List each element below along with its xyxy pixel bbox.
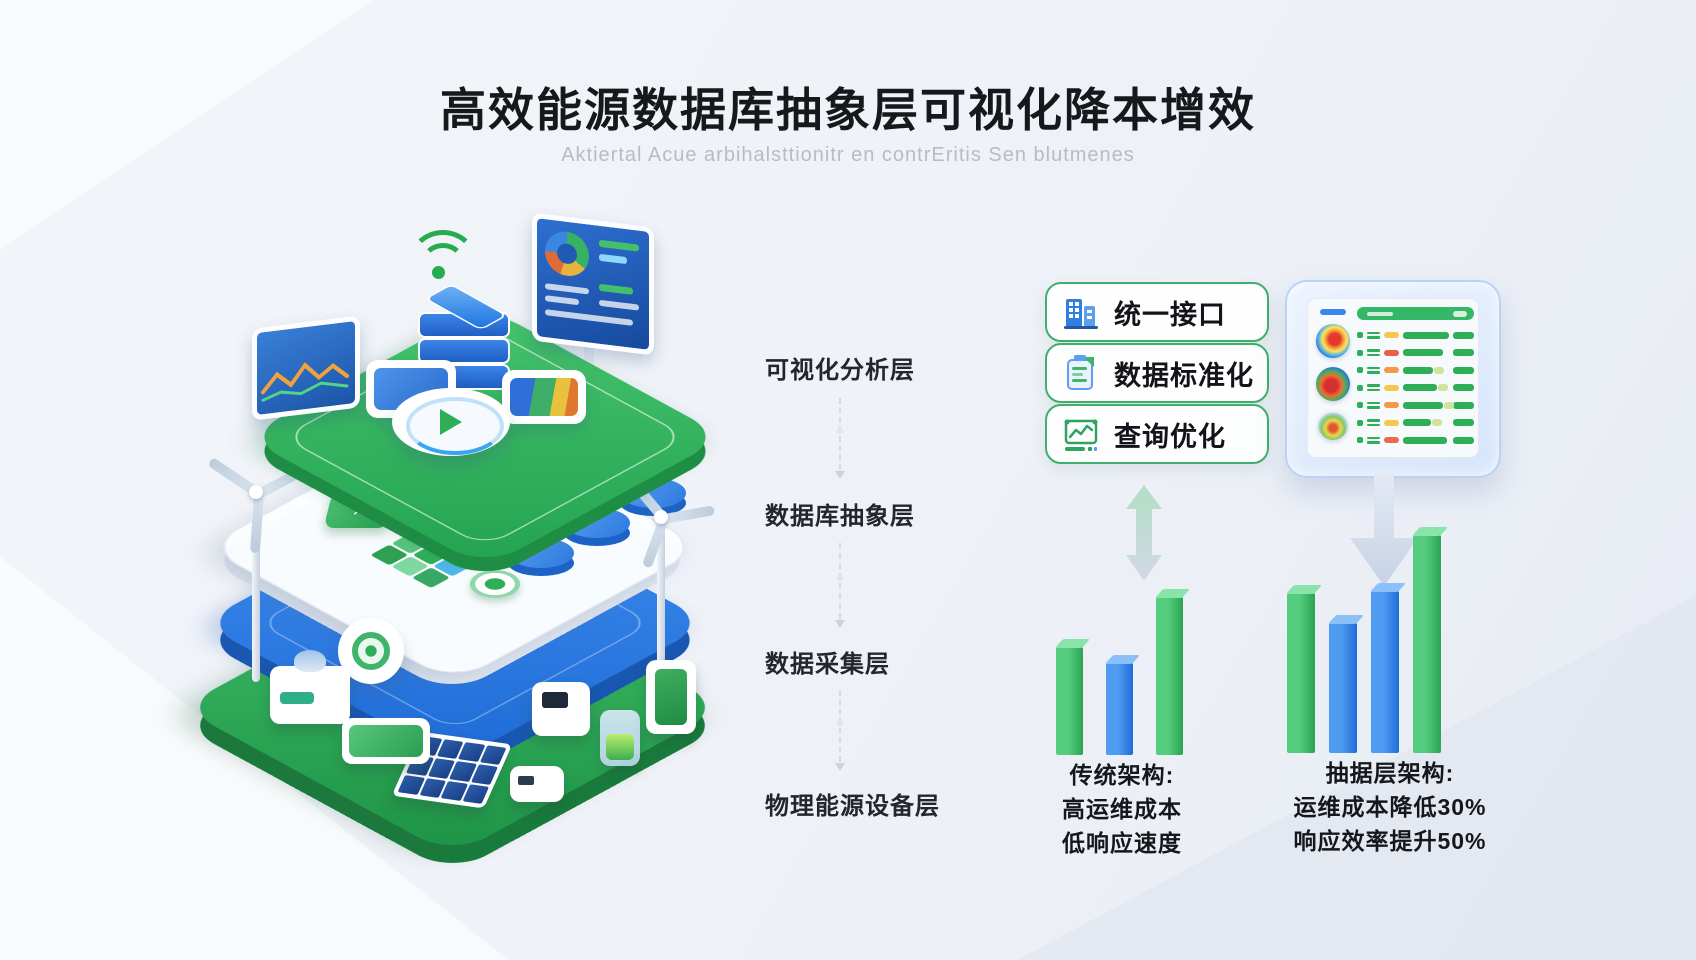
caption-line: 运维成本降低30% — [1293, 794, 1487, 820]
feature-box-unified-interface[interactable]: 统一接口 — [1045, 282, 1269, 342]
dashboard-monitor — [532, 212, 654, 356]
page-title: 高效能源数据库抽象层可视化降本增效 — [440, 84, 1256, 136]
caption-traditional: 传统架构: 高运维成本 低响应速度 — [1002, 758, 1242, 860]
green-tablet-icon — [342, 718, 430, 764]
energy-stack-illustration: ✕ — [170, 212, 850, 880]
mini-dashboard-icon — [502, 370, 586, 424]
charging-cabinet-icon — [646, 660, 696, 734]
heatmap-circle-icon — [1316, 324, 1350, 358]
panel-tab-pill — [1320, 309, 1346, 315]
bar-blue — [1369, 583, 1407, 753]
layer-label-visualization: 可视化分析层 — [765, 357, 915, 384]
caption-abstraction: 抽据层架构: 运维成本降低30% 响应效率提升50% — [1270, 756, 1510, 858]
panel-row — [1357, 362, 1474, 380]
caption-line: 传统架构: — [1069, 762, 1175, 788]
panel-row — [1357, 432, 1474, 450]
clipboard-icon — [1061, 353, 1101, 393]
buildings-icon — [1061, 292, 1101, 332]
feature-label: 查询优化 — [1114, 421, 1226, 452]
panel-row — [1357, 397, 1474, 415]
panel-chart-column — [1316, 307, 1350, 449]
play-button-icon — [392, 388, 510, 456]
chart-monitor-icon — [1061, 414, 1101, 454]
feature-label: 数据标准化 — [1114, 360, 1254, 391]
caption-line: 高运维成本 — [1062, 796, 1182, 822]
layer-connector-arrow — [835, 543, 845, 628]
dashboard-card — [1307, 298, 1479, 458]
caption-line: 抽据层架构: — [1325, 760, 1455, 786]
caption-line: 响应效率提升50% — [1293, 828, 1487, 854]
feature-box-query-optimization[interactable]: 查询优化 — [1045, 404, 1269, 464]
layer-label-physical: 物理能源设备层 — [765, 793, 940, 820]
panel-row — [1357, 344, 1474, 362]
feature-label: 统一接口 — [1114, 299, 1226, 330]
layer-label-abstraction: 数据库抽象层 — [765, 503, 915, 530]
chart-monitor — [252, 315, 360, 421]
double-arrow — [1126, 485, 1162, 581]
bar-green — [1054, 639, 1091, 755]
panel-header-bar — [1357, 307, 1474, 320]
layer-label-collection: 数据采集层 — [765, 651, 890, 678]
bar-green — [1154, 589, 1191, 755]
bar-green — [1285, 585, 1323, 753]
bar-blue — [1104, 655, 1141, 755]
down-arrow — [1350, 468, 1418, 586]
panel-rows — [1357, 327, 1474, 450]
heatmap-circle-icon — [1316, 367, 1350, 401]
iot-device-icon — [270, 650, 350, 724]
panel-row — [1357, 327, 1474, 345]
feature-box-data-standardization[interactable]: 数据标准化 — [1045, 343, 1269, 403]
panel-table-column — [1357, 307, 1474, 449]
donut-chart-icon — [545, 229, 589, 279]
bar-chart-abstraction — [1285, 527, 1449, 753]
wifi-icon — [406, 230, 478, 290]
panel-row — [1357, 414, 1474, 432]
bar-blue — [1327, 615, 1365, 753]
target-ring-icon — [470, 570, 520, 598]
bar-chart-traditional — [1054, 589, 1191, 755]
panel-row — [1357, 379, 1474, 397]
caption-line: 低响应速度 — [1062, 830, 1182, 856]
controller-device-icon — [510, 766, 564, 802]
bar-green — [1411, 527, 1449, 753]
dashboard-panel — [1285, 280, 1501, 478]
layer-connector-arrow — [835, 690, 845, 771]
layer-connector-arrow — [835, 398, 845, 479]
meter-device-icon — [532, 682, 590, 736]
page-subtitle: Aktiertal Acue arbihalsttionitr en contr… — [561, 144, 1135, 166]
battery-icon — [600, 710, 640, 766]
heatmap-circle-icon — [1318, 410, 1348, 440]
